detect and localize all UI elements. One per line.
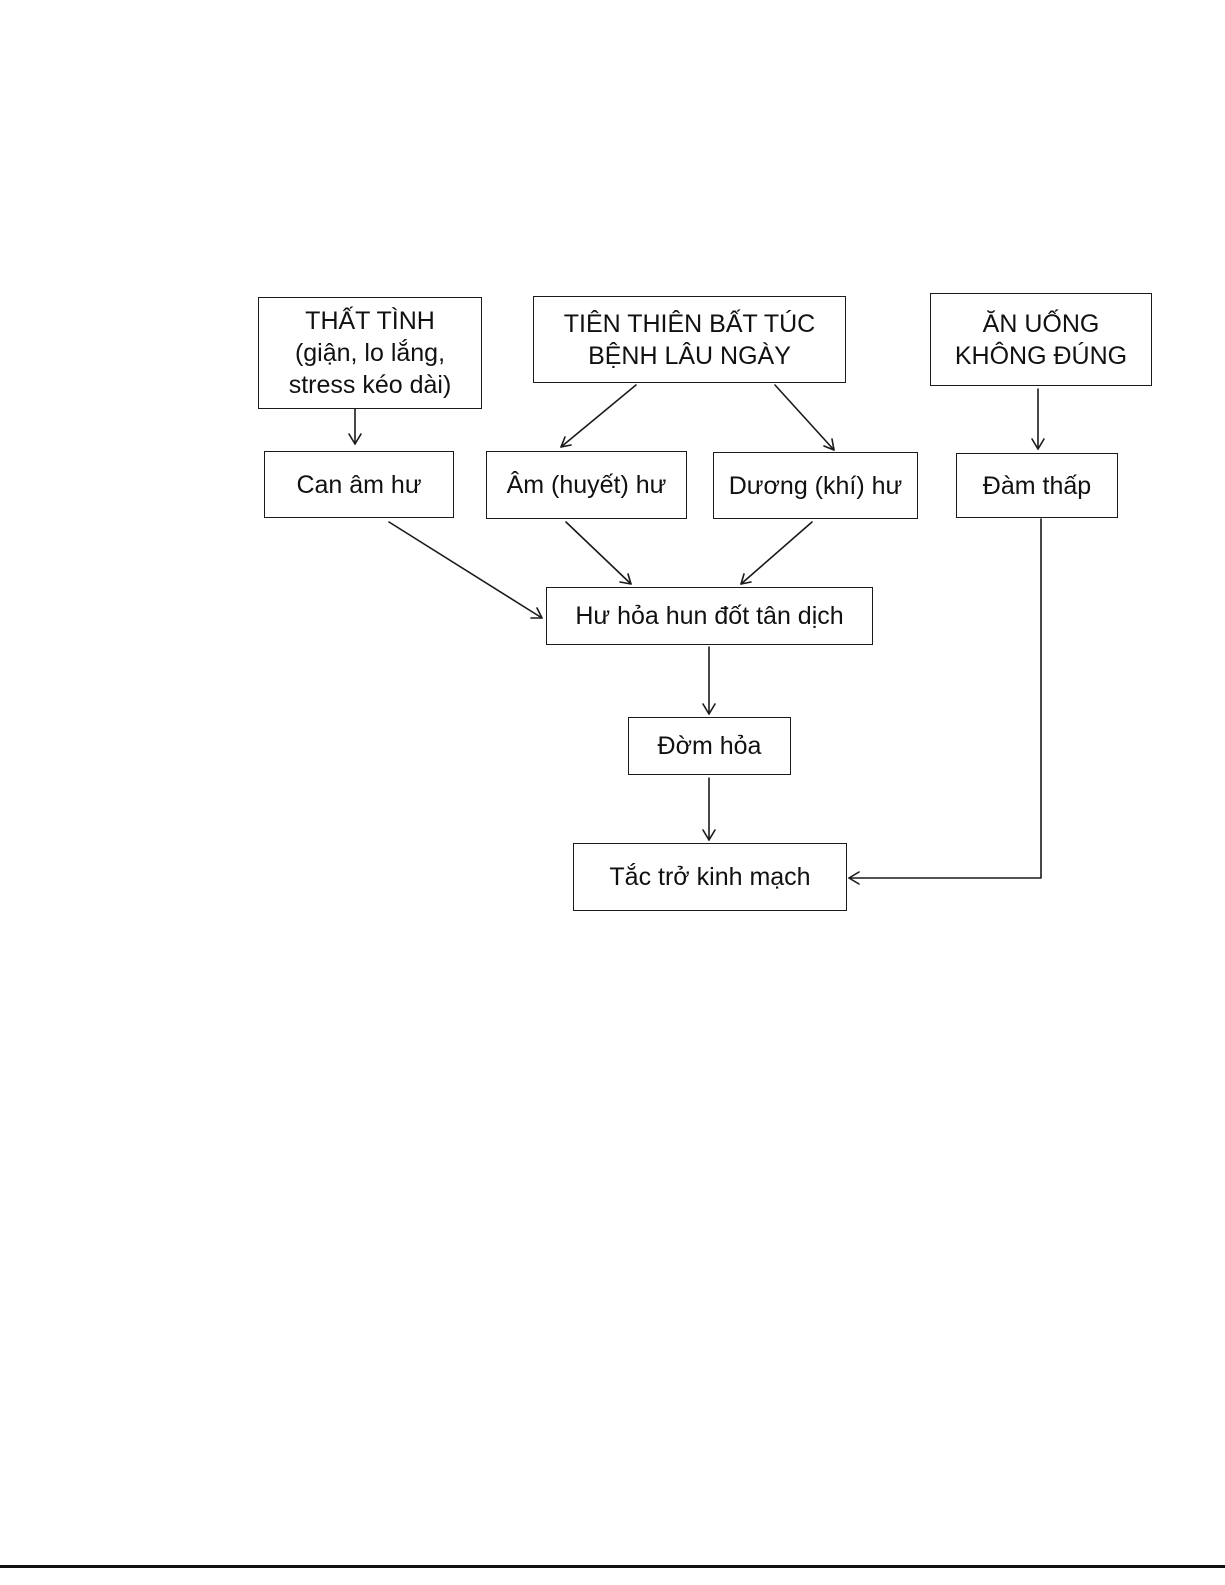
node-tien-thien-line-1: TIÊN THIÊN BẤT TÚC [564, 308, 815, 340]
node-an-uong-line-1: ĂN UỐNG [983, 308, 1100, 340]
arrow-that-tinh-to-can-am-hu [349, 408, 361, 444]
node-tien-thien-line-2: BỆNH LÂU NGÀY [588, 340, 791, 372]
node-hu-hoa: Hư hỏa hun đốt tân dịch [546, 587, 873, 645]
node-can-am-hu-label: Can âm hư [296, 469, 421, 501]
node-dam-thap: Đàm thấp [956, 453, 1118, 518]
arrow-dom-hoa-to-tac-tro [703, 778, 715, 840]
node-tac-tro: Tắc trở kinh mạch [573, 843, 847, 911]
arrow-am-huyet-hu-to-hu-hoa [566, 522, 631, 584]
node-tac-tro-label: Tắc trở kinh mạch [609, 861, 810, 893]
node-tien-thien: TIÊN THIÊN BẤT TÚC BỆNH LÂU NGÀY [533, 296, 846, 383]
node-an-uong: ĂN UỐNG KHÔNG ĐÚNG [930, 293, 1152, 386]
arrow-tien-thien-to-am-huyet-hu [561, 385, 636, 447]
arrow-dam-thap-to-tac-tro [849, 519, 1041, 884]
node-an-uong-line-2: KHÔNG ĐÚNG [955, 340, 1127, 372]
node-duong-khi-hu-label: Dương (khí) hư [729, 470, 903, 502]
node-hu-hoa-label: Hư hỏa hun đốt tân dịch [575, 600, 843, 632]
node-dom-hoa-label: Đờm hỏa [658, 730, 762, 762]
node-that-tinh-line-1: THẤT TÌNH [305, 305, 435, 337]
arrow-hu-hoa-to-dom-hoa [703, 647, 715, 714]
arrow-tien-thien-to-duong-khi-hu [775, 385, 834, 450]
arrow-duong-khi-hu-to-hu-hoa [741, 522, 812, 584]
node-that-tinh-line-3: stress kéo dài) [289, 369, 452, 401]
node-am-huyet-hu: Âm (huyết) hư [486, 451, 687, 519]
arrow-an-uong-to-dam-thap [1032, 389, 1044, 449]
node-that-tinh-line-2: (giận, lo lắng, [295, 337, 445, 369]
node-dam-thap-label: Đàm thấp [983, 470, 1091, 502]
node-can-am-hu: Can âm hư [264, 451, 454, 518]
node-dom-hoa: Đờm hỏa [628, 717, 791, 775]
node-that-tinh: THẤT TÌNH (giận, lo lắng, stress kéo dài… [258, 297, 482, 409]
node-am-huyet-hu-label: Âm (huyết) hư [507, 469, 667, 501]
node-duong-khi-hu: Dương (khí) hư [713, 452, 918, 519]
page-bottom-rule [0, 1565, 1225, 1568]
arrow-can-am-hu-to-hu-hoa [389, 522, 542, 618]
